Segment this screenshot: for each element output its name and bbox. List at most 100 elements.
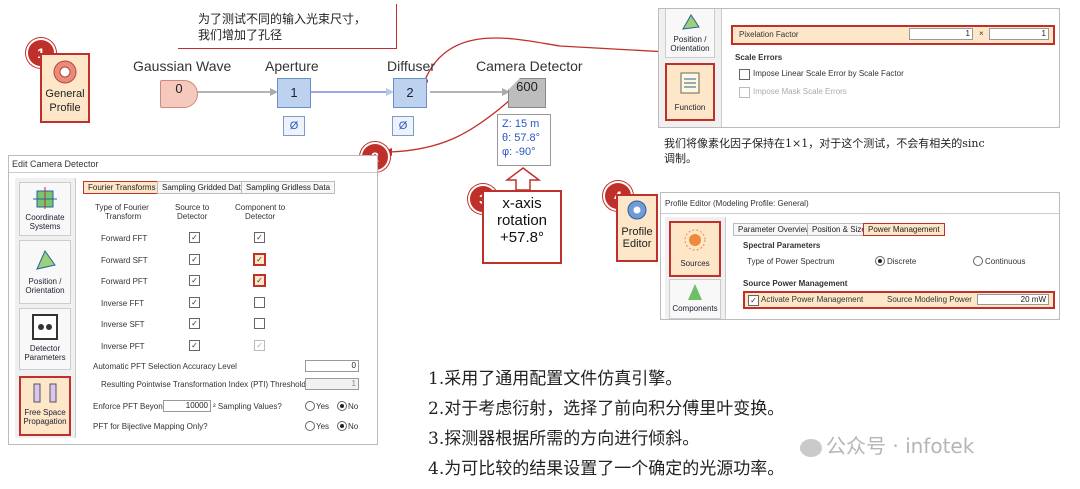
- row-inverse-sft-source-checkbox[interactable]: ✓: [189, 318, 200, 329]
- gaussian-wave-node[interactable]: 0: [160, 80, 198, 108]
- tab-sampling-gridded[interactable]: Sampling Gridded Data: [157, 181, 251, 194]
- row-forward-fft-source-checkbox[interactable]: ✓: [189, 232, 200, 243]
- pixelation-row: Pixelation Factor 1 × 1: [731, 25, 1055, 45]
- rotation-note-line-2: rotation: [496, 212, 548, 229]
- col-header-component-1: Component to: [235, 203, 286, 212]
- pixelation-y-field[interactable]: 1: [989, 28, 1049, 40]
- profile-gear-icon: [53, 60, 77, 84]
- gaussian-wave-label: Gaussian Wave: [133, 58, 232, 74]
- camera-detector-value: 600: [516, 79, 538, 94]
- pixelation-window: Position / Orientation Function Pixelati…: [658, 8, 1060, 128]
- profile-editor-label-2: Editor: [622, 238, 652, 250]
- continuous-radio[interactable]: [973, 256, 983, 266]
- aperture-sub-icon[interactable]: Ø: [283, 116, 305, 136]
- row-forward-pft-component-checkbox[interactable]: ✓: [254, 275, 265, 286]
- rotation-note: x-axis rotation +57.8°: [482, 190, 562, 264]
- row-forward-sft-source-checkbox[interactable]: ✓: [189, 254, 200, 265]
- impose-mask-checkbox[interactable]: [739, 87, 750, 98]
- tool-position-label-1: Position /: [673, 35, 707, 44]
- tool-sources-label: Sources: [680, 259, 710, 268]
- aperture-node[interactable]: 1: [277, 78, 311, 108]
- row-inverse-pft-source-checkbox[interactable]: ✓: [189, 340, 200, 351]
- impose-mask-label: Impose Mask Scale Errors: [753, 87, 847, 96]
- tab-power-management[interactable]: Power Management: [863, 223, 945, 236]
- gaussian-wave-value: 0: [175, 81, 183, 96]
- tool-free-space-propagation[interactable]: Free Space Propagation: [19, 376, 71, 436]
- camera-sidebar: Coordinate Systems Position / Orientatio…: [15, 178, 76, 438]
- tab-position-size[interactable]: Position & Size: [807, 223, 871, 236]
- tool-function[interactable]: Function: [665, 63, 715, 121]
- row-inverse-pft-component-checkbox[interactable]: ✓: [254, 340, 265, 351]
- pixelation-x-field[interactable]: 1: [909, 28, 973, 40]
- auto-pft-field[interactable]: 0: [305, 360, 359, 372]
- source-power-heading: Source Power Management: [743, 279, 848, 288]
- row-inverse-sft-component-checkbox[interactable]: [254, 318, 265, 329]
- tool-function-label: Function: [674, 103, 706, 112]
- orientation-icon: [36, 249, 56, 270]
- row-forward-pft: Forward PFT: [101, 277, 148, 286]
- row-forward-pft-source-checkbox[interactable]: ✓: [189, 275, 200, 286]
- tool-position-orientation-2[interactable]: Position / Orientation: [19, 240, 71, 304]
- row-forward-sft-component-checkbox[interactable]: ✓: [254, 254, 265, 265]
- tool-components[interactable]: Components: [669, 279, 721, 319]
- modeling-power-field[interactable]: 20 mW: [977, 294, 1049, 305]
- enforce-no-label: No: [348, 402, 359, 411]
- orientation-z: Z: 15 m: [502, 118, 540, 130]
- diffuser-label: Diffuser: [387, 58, 435, 74]
- general-profile-label-1: General: [45, 88, 85, 100]
- tab-sampling-gridless[interactable]: Sampling Gridless Data: [241, 181, 336, 194]
- continuous-label: Continuous: [985, 257, 1026, 266]
- pixelation-sidebar: Position / Orientation Function: [659, 9, 722, 127]
- diffuser-sub-icon[interactable]: Ø: [392, 116, 414, 136]
- enforce-pft-field[interactable]: 10000: [163, 400, 211, 412]
- activate-power-row: ✓ Activate Power Management Source Model…: [743, 291, 1055, 309]
- col-header-source-2: Detector: [177, 212, 208, 221]
- position-label-1: Position /: [28, 277, 62, 286]
- rotation-note-line-3: +57.8°: [500, 229, 544, 246]
- components-icon: [688, 284, 702, 300]
- bijective-yes-radio[interactable]: [305, 421, 315, 431]
- activate-power-checkbox[interactable]: ✓: [748, 295, 759, 306]
- detector-icon: [32, 314, 58, 340]
- tool-coordinate-systems[interactable]: Coordinate Systems: [19, 182, 71, 236]
- tool-sources[interactable]: Sources: [669, 221, 721, 277]
- camera-detector-label: Camera Detector: [476, 58, 583, 74]
- spectral-heading: Spectral Parameters: [743, 241, 821, 250]
- profile-sidebar: Sources Components: [665, 217, 726, 319]
- impose-linear-checkbox[interactable]: [739, 69, 750, 80]
- row-inverse-fft-component-checkbox[interactable]: [254, 297, 265, 308]
- orientation-phi: φ: -90°: [502, 146, 536, 158]
- discrete-radio[interactable]: [875, 256, 885, 266]
- function-icon: [680, 72, 700, 94]
- col-header-component-2: Detector: [245, 212, 276, 221]
- enforce-yes-label: Yes: [316, 402, 330, 411]
- bijective-label: PFT for Bijective Mapping Only?: [93, 422, 208, 431]
- camera-title-divider: [9, 172, 377, 173]
- col-header-type-1: Type of Fourier: [95, 203, 149, 212]
- diffuser-node[interactable]: 2: [393, 78, 427, 108]
- enforce-no-radio[interactable]: [337, 401, 347, 411]
- scale-errors-heading: Scale Errors: [735, 53, 783, 62]
- bijective-no-label: No: [348, 422, 359, 431]
- general-profile-icon[interactable]: General Profile: [40, 53, 90, 123]
- row-inverse-fft-source-checkbox[interactable]: ✓: [189, 297, 200, 308]
- tool-position-orientation[interactable]: Position / Orientation: [665, 9, 715, 58]
- profile-editor-label-1: Profile: [621, 226, 653, 238]
- profile-editor-icon[interactable]: Profile Editor: [616, 194, 658, 262]
- propagation-icon: [33, 383, 57, 403]
- tab-fourier-transforms[interactable]: Fourier Transforms: [83, 181, 161, 194]
- detector-label-2: Parameters: [24, 353, 66, 362]
- detector-label-1: Detector: [29, 344, 61, 353]
- orientation-readout: Z: 15 m θ: 57.8° φ: -90°: [497, 114, 551, 166]
- row-forward-fft-component-checkbox[interactable]: ✓: [254, 232, 265, 243]
- enforce-yes-radio[interactable]: [305, 401, 315, 411]
- bijective-no-radio[interactable]: [337, 421, 347, 431]
- coordinate-label-1: Coordinate: [25, 213, 65, 222]
- tab-parameter-overview[interactable]: Parameter Overview: [733, 223, 816, 236]
- pixelation-times: ×: [979, 29, 984, 38]
- tool-detector-parameters[interactable]: Detector Parameters: [19, 308, 71, 370]
- activate-power-label: Activate Power Management: [761, 295, 864, 304]
- pixel-note-line-1: 我们将像素化因子保持在1×1，对于这个测试，不会有相关的sinc: [664, 137, 985, 150]
- pixel-note-line-2: 调制。: [664, 152, 697, 165]
- summary-line-1: 1.采用了通用配置文件仿真引擎。: [428, 369, 683, 389]
